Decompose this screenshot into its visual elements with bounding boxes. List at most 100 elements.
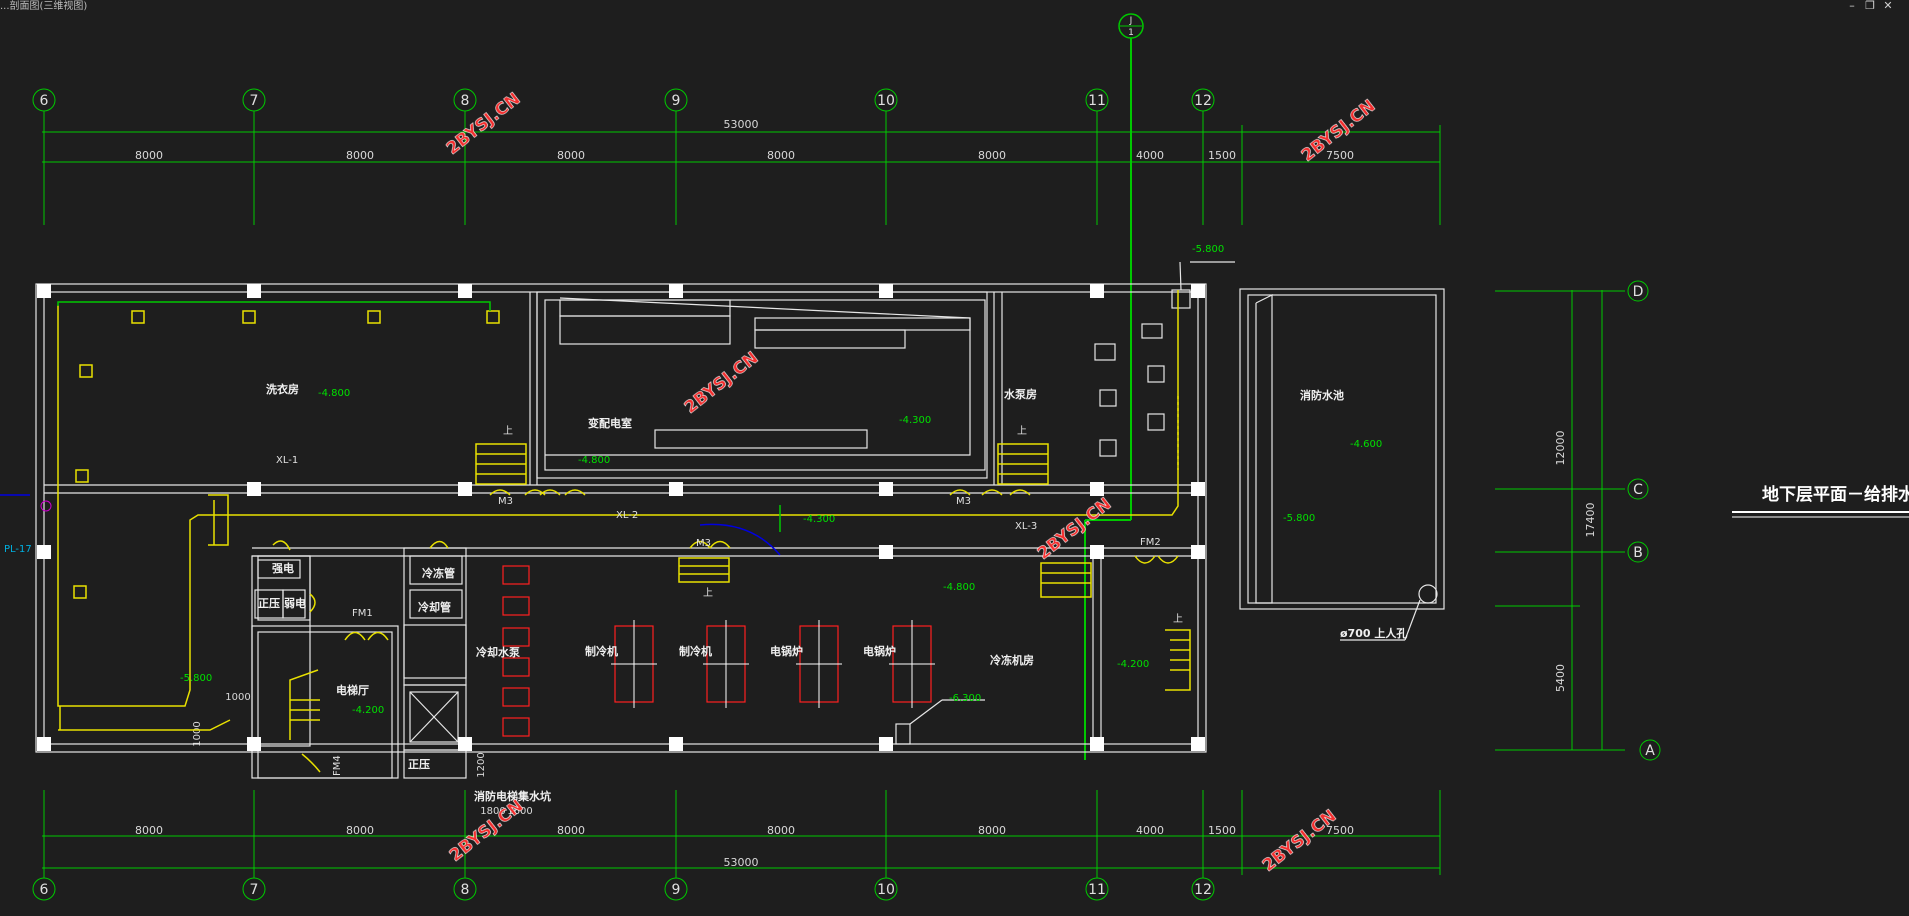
column	[1191, 737, 1205, 751]
axis-bubble-bottom	[874, 877, 898, 901]
column	[247, 284, 261, 298]
dim-1200: 1200	[476, 752, 487, 777]
door-m3: M3	[696, 538, 711, 549]
room-weak-elec: 弱电	[284, 596, 306, 610]
dim-span: 8000	[135, 149, 163, 162]
axis-bubble-bottom	[32, 877, 56, 901]
riser-bubble	[1118, 13, 1144, 39]
axis-label-top: 6	[40, 93, 49, 109]
minimize-icon[interactable]: –	[1849, 0, 1855, 12]
dim-span: 8000	[346, 824, 374, 837]
maximize-icon[interactable]: ❐	[1865, 0, 1875, 12]
axis-bubble-bottom	[453, 877, 477, 901]
axis-bubble-top	[1191, 88, 1215, 112]
structural-columns	[37, 284, 1205, 751]
axis-bubbles-top: 6 7 8 9 10 11 12	[32, 88, 1215, 112]
axis-bubble-top	[664, 88, 688, 112]
riser-pl17-label: PL-17	[4, 544, 32, 555]
axis-bubble-top	[32, 88, 56, 112]
axis-label-top: 8	[461, 93, 470, 109]
axis-label-bottom: 11	[1088, 882, 1106, 898]
room-elevator-hall: 电梯厅	[336, 683, 369, 697]
axis-bubble-bottom	[1085, 877, 1109, 901]
equipment-crosshairs	[611, 620, 935, 708]
elev-mark: -4.800	[318, 388, 350, 399]
elev-mark: -5.800	[1192, 244, 1224, 255]
elev-mark: -4.600	[1350, 439, 1382, 450]
door-m3: M3	[956, 496, 971, 507]
dim-1500: 1500	[1208, 824, 1236, 837]
column	[458, 737, 472, 751]
axis-bubble-top	[453, 88, 477, 112]
axis-label-bottom: 12	[1194, 882, 1212, 898]
column	[1090, 545, 1104, 559]
column	[1191, 482, 1205, 496]
dim-span: 8000	[767, 824, 795, 837]
dim-span: 8000	[978, 149, 1006, 162]
axis-label-top: 9	[672, 93, 681, 109]
stair-up: 上	[1173, 613, 1183, 625]
dim-total-top: 53000	[724, 118, 759, 131]
axis-label-top: 11	[1088, 93, 1106, 109]
room-pressure: 正压	[258, 596, 280, 610]
stair-up: 上	[703, 587, 713, 599]
building-walls	[35, 261, 1445, 779]
axis-label-top: 10	[877, 93, 895, 109]
window-titlebar: ...剖面图(三维视图) – ❐ ✕	[0, 0, 1909, 14]
window-title: ...剖面图(三维视图)	[0, 1, 88, 12]
axis-label-top: 7	[250, 93, 259, 109]
room-pressure-2: 正压	[408, 757, 430, 771]
column	[879, 545, 893, 559]
stair-up: 上	[1017, 425, 1027, 437]
axis-label-right: C	[1633, 482, 1643, 498]
drain-pipes	[57, 290, 1191, 773]
manhole-label: ø700 上人孔	[1340, 626, 1407, 640]
blue-pipe	[0, 494, 781, 556]
axis-label-bottom: 7	[250, 882, 259, 898]
dim-span: 8000	[135, 824, 163, 837]
riser-xl2-label: XL-2	[616, 510, 638, 521]
room-strong-elec: 强电	[272, 561, 294, 575]
room-cold-pipe: 冷冻管	[422, 566, 455, 580]
column	[879, 737, 893, 751]
equip-boiler2: 电锅炉	[863, 644, 896, 658]
sheet-title: 地下层平面－给排水	[1762, 484, 1909, 505]
axis-label-top: 12	[1194, 93, 1212, 109]
axis-label-right: B	[1633, 545, 1643, 561]
column	[37, 737, 51, 751]
dim-5400: 5400	[1554, 664, 1567, 692]
axis-bubble-top	[1085, 88, 1109, 112]
equip-boiler1: 电锅炉	[770, 644, 803, 658]
column	[879, 482, 893, 496]
room-cool-pump: 冷却水泵	[476, 645, 520, 659]
room-laundry: 洗衣房	[266, 382, 299, 396]
dim-total-bottom: 53000	[724, 856, 759, 869]
watermark: 2BYSJ.CN	[443, 89, 525, 159]
elev-mark: -5.800	[1283, 513, 1315, 524]
column	[669, 482, 683, 496]
axis-label-right: A	[1645, 743, 1655, 759]
axis-bubble-bottom	[664, 877, 688, 901]
dim-1800: 1800	[480, 806, 505, 817]
equip-chiller2: 制冷机	[679, 644, 712, 658]
door-fm1: FM1	[352, 608, 373, 619]
elev-mark: -5.800	[180, 673, 212, 684]
dim-1500: 1500	[1208, 149, 1236, 162]
room-substation: 变配电室	[588, 416, 632, 430]
elev-mark: -4.200	[352, 705, 384, 716]
axis-grid	[42, 38, 1625, 878]
room-cool-pipe: 冷却管	[418, 600, 451, 614]
riser-label-bottom: 1	[1128, 28, 1134, 38]
dim-7500: 7500	[1326, 824, 1354, 837]
column	[669, 737, 683, 751]
elev-mark: -4.200	[1117, 659, 1149, 670]
column	[247, 737, 261, 751]
column	[1090, 482, 1104, 496]
riser-xl1-label: XL-1	[276, 455, 298, 466]
dim-7500: 7500	[1326, 149, 1354, 162]
dim-1000: 1000	[225, 692, 250, 703]
axis-label-bottom: 6	[40, 882, 49, 898]
riser-xl3-label: XL-3	[1015, 521, 1037, 532]
close-icon[interactable]: ✕	[1883, 0, 1893, 12]
